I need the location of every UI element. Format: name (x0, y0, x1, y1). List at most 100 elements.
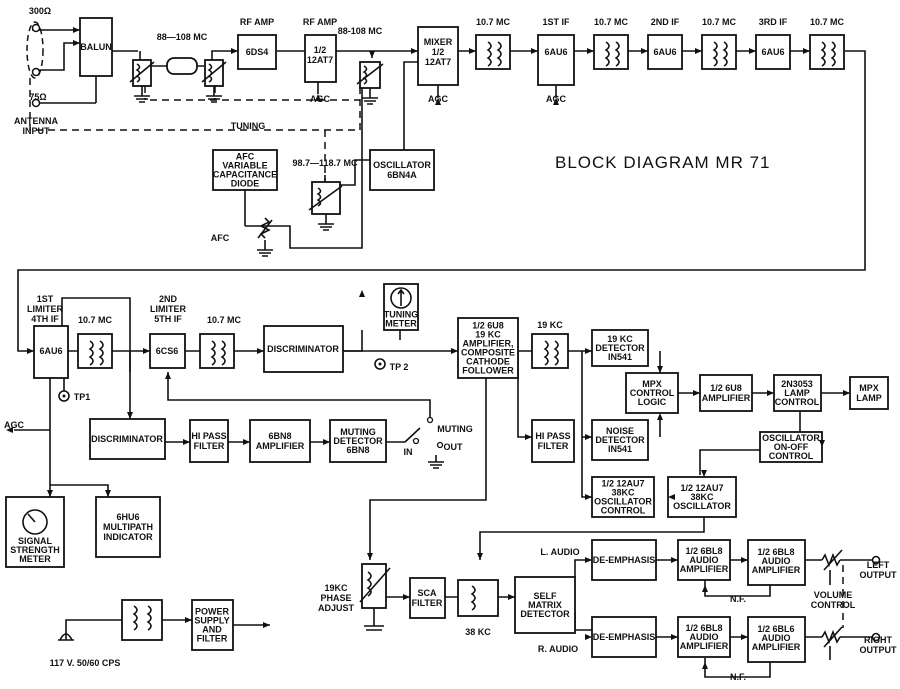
amp-6u8-label: AMPLIFIER (702, 393, 751, 403)
volume-control-label: CONTROL (811, 600, 856, 610)
audio-r2-label: AUDIO (762, 633, 791, 643)
signal-lines (14, 29, 872, 678)
if-107-2-label: 10.7 MC (594, 17, 629, 27)
audio-l1-block (677, 539, 731, 581)
hipass-2-label: HI PASS (535, 431, 570, 441)
muting-label: MUTING (437, 424, 473, 434)
balun-label: BALUN (80, 42, 112, 52)
audio-r2-label: 1/2 6BL6 (757, 624, 794, 634)
agc-rf-label: AGC (310, 94, 331, 104)
audio-l2-label: AMPLIFIER (752, 565, 801, 575)
multipath-label: MULTIPATH (103, 522, 153, 532)
band1-label: 88—108 MC (157, 32, 208, 42)
audio-r2-label: AMPLIFIER (752, 642, 801, 652)
l-audio-label: L. AUDIO (540, 547, 579, 557)
if-1st-label: 1ST IF (542, 17, 570, 27)
afc-diode-label: AFC (236, 152, 255, 162)
composite-amp-label: COMPOSITE (461, 348, 515, 358)
mute-out-label: OUT (444, 442, 464, 452)
limiter2-label: 2ND (159, 294, 178, 304)
osc-38-label: 1/2 12AU7 (680, 483, 723, 493)
mpx-logic-label: LOGIC (638, 397, 667, 407)
deemph-r-block (591, 616, 657, 658)
meters-and-testpoints (22, 287, 444, 641)
power-label: SUPPLY (194, 616, 229, 626)
osc-control-38-block (591, 476, 655, 518)
ant300-label: 300Ω (29, 6, 51, 16)
volume-control-label: VOLUME (814, 590, 853, 600)
right-output-label: RIGHT (864, 635, 893, 645)
nf1-label: N.F. (730, 594, 746, 604)
osc-38-block (667, 476, 737, 518)
antenna-input-label: INPUT (23, 126, 51, 136)
amp-6bn8-block (249, 419, 311, 463)
kc19-label: 19 KC (537, 320, 563, 330)
limiter1-label: LIMITER (27, 304, 63, 314)
osc-control-38-label: 1/2 12AU7 (601, 479, 644, 489)
hipass-2-block (531, 419, 575, 463)
arrowheads (6, 27, 850, 669)
power-block (191, 599, 234, 651)
audio-l2-label: 1/2 6BL8 (757, 547, 794, 557)
composite-amp-label: FOLLOWER (462, 366, 514, 376)
signal-meter-label: SIGNAL (18, 536, 53, 546)
tuning-gang-link (29, 78, 361, 185)
agc-mixer-label: AGC (428, 94, 449, 104)
hipass-1-label: HI PASS (191, 431, 226, 441)
noise-detector-block (591, 419, 649, 461)
if-107-6-label: 10.7 MC (207, 315, 242, 325)
mixer-block (417, 26, 459, 86)
antenna-input-label: ANTENNA (14, 116, 58, 126)
mute-in-label: IN (404, 447, 413, 457)
hipass-2-label: FILTER (538, 441, 569, 451)
afc-diode-label: CAPACITANCE (213, 170, 277, 180)
noise-detector-label: DETECTOR (595, 435, 645, 445)
mains-plug-icon (58, 633, 74, 641)
afc-label: AFC (211, 233, 230, 243)
rf-amp-1-block (237, 34, 277, 70)
audio-r1-label: AMPLIFIER (680, 641, 729, 651)
audio-r2-block (747, 616, 806, 663)
rf-amp-2-label: 12AT7 (307, 55, 333, 65)
oscillator-block (369, 149, 435, 191)
ant75-label: 75Ω (29, 92, 46, 102)
afc-diode-label: VARIABLE (222, 161, 267, 171)
muting-detector-block (329, 419, 387, 463)
rf-amp-2-block (304, 34, 337, 83)
mpx-lamp-block (849, 376, 889, 410)
rf-amp-a-label: RF AMP (240, 17, 274, 27)
amp-6u8-block (699, 374, 753, 412)
audio-l1-label: AUDIO (690, 555, 719, 565)
audio-outputs (821, 549, 881, 660)
composite-amp-label: 1/2 6U8 (472, 321, 504, 331)
multipath-label: INDICATOR (103, 532, 153, 542)
oscillator-label: OSCILLATOR (373, 160, 431, 170)
if4-block (33, 325, 69, 379)
lamp-control-block (773, 374, 822, 412)
left-output-label: LEFT (867, 560, 890, 570)
tuning-meter-label: TUNING (384, 310, 419, 320)
composite-amp-block (457, 317, 519, 379)
if-107-4-label: 10.7 MC (810, 17, 845, 27)
tuning-label: TUNING (231, 121, 266, 131)
mpx-lamp-label: MPX (859, 383, 879, 393)
afc-diode-label: DIODE (231, 179, 260, 189)
limiter1-label: 4TH IF (31, 314, 59, 324)
signal-meter-label: METER (19, 554, 51, 564)
sca-filter-label: SCA (417, 588, 437, 598)
osc-38-label: 38KC (690, 492, 714, 502)
deemph-r-label: DE-EMPHASIS (593, 632, 656, 642)
mixer-label: 12AT7 (425, 57, 451, 67)
detector-19kc-label: IN541 (608, 352, 632, 362)
osc-onoff-label: CONTROL (769, 451, 814, 461)
osc-38-label: OSCILLATOR (673, 501, 731, 511)
matrix-block (514, 576, 576, 634)
phase-adjust-label: PHASE (320, 593, 351, 603)
if-2nd-label: 2ND IF (651, 17, 680, 27)
if-107-3-label: 10.7 MC (702, 17, 737, 27)
noise-detector-label: NOISE (606, 426, 634, 436)
deemph-l-block (591, 539, 657, 581)
if-3rd-label: 3RD IF (759, 17, 788, 27)
